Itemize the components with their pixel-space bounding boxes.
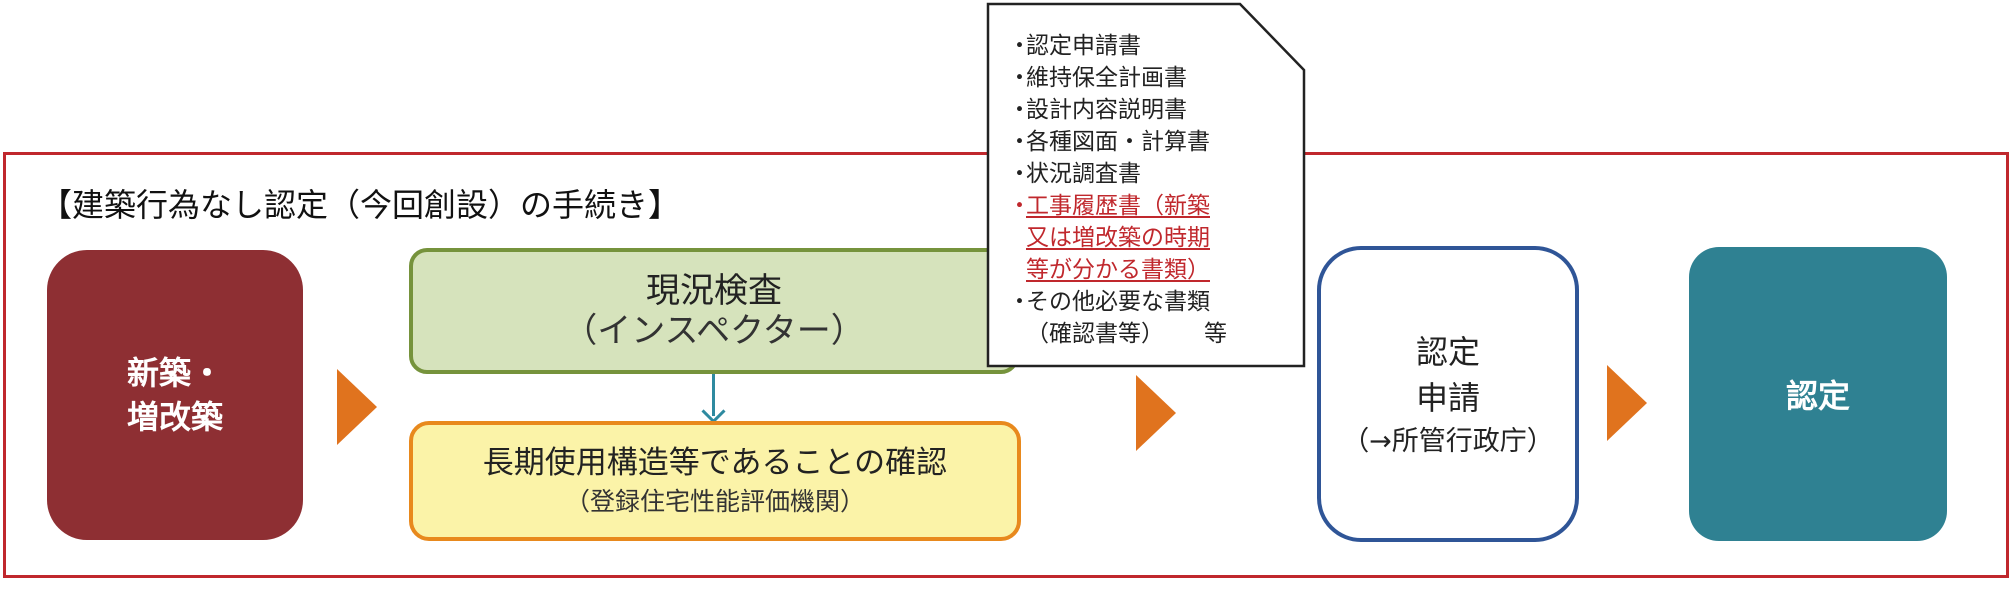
bullet-icon: ・ [1008, 289, 1031, 315]
step-new-build-line-1: 新築・ [126, 354, 223, 392]
document-list-item-text: その他必要な書類 [1026, 289, 1210, 315]
bullet-icon: ・ [1008, 161, 1031, 187]
step-application-sub: （→所管行政庁） [1342, 426, 1554, 457]
diagram-title: 【建築行為なし認定（今回創設）の手続き】 [40, 186, 681, 224]
document-list-item-text: 設計内容説明書 [1026, 97, 1187, 123]
document-list-item-text: 又は増改築の時期 [1026, 225, 1210, 251]
flow-arrow-icon [337, 369, 377, 445]
bullet-icon: ・ [1008, 33, 1031, 59]
flow-arrow-icon [1136, 375, 1176, 451]
step-new-build: 新築・ 増改築 [47, 250, 303, 540]
document-list-item-text: 維持保全計画書 [1026, 65, 1187, 91]
step-inspection-main: 現況検査 [646, 271, 782, 311]
down-connector-line [712, 374, 715, 416]
bullet-icon: ・ [1008, 129, 1031, 155]
document-list-item: ・維持保全計画書 [1008, 62, 1298, 94]
document-list-item-text: （確認書等）等 [1026, 318, 1298, 350]
bullet-icon: ・ [1008, 193, 1031, 219]
required-documents-callout: ・認定申請書・維持保全計画書・設計内容説明書・各種図面・計算書・状況調査書・工事… [986, 2, 1306, 368]
document-icon [986, 2, 1306, 368]
step-inspection: 現況検査 （インスペクター） [409, 248, 1019, 374]
document-list-item: ・認定申請書 [1008, 30, 1298, 62]
bullet-icon: ・ [1008, 97, 1031, 123]
bullet-icon: ・ [1008, 65, 1031, 91]
document-list-item-text: 認定申請書 [1026, 33, 1141, 59]
document-list-item: ・工事履歴書（新築又は増改築の時期等が分かる書類） [1008, 190, 1298, 286]
step-application: 認定 申請 （→所管行政庁） [1317, 246, 1579, 542]
step-certified-label: 認定 [1785, 377, 1850, 415]
step-confirmation-sub: （登録住宅性能評価機関） [564, 487, 865, 516]
step-confirmation-main: 長期使用構造等であることの確認 [482, 445, 948, 481]
document-list-item: ・その他必要な書類 （確認書等）等 [1008, 286, 1298, 350]
document-list-item-text: 状況調査書 [1026, 161, 1141, 187]
document-list-item: ・各種図面・計算書 [1008, 126, 1298, 158]
document-list: ・認定申請書・維持保全計画書・設計内容説明書・各種図面・計算書・状況調査書・工事… [1008, 30, 1298, 350]
step-application-line-1: 認定 [1415, 333, 1480, 371]
document-list-item-text: 等が分かる書類） [1026, 257, 1210, 283]
document-list-item: ・状況調査書 [1008, 158, 1298, 190]
document-list-item-text: 各種図面・計算書 [1026, 129, 1210, 155]
step-inspection-sub: （インスペクター） [563, 311, 865, 351]
document-list-item-text: 工事履歴書（新築 [1026, 193, 1210, 219]
step-application-line-2: 申請 [1415, 379, 1480, 417]
document-list-suffix: 等 [1204, 321, 1227, 347]
document-list-item: ・設計内容説明書 [1008, 94, 1298, 126]
step-certified: 認定 [1689, 247, 1947, 541]
step-confirmation: 長期使用構造等であることの確認 （登録住宅性能評価機関） [409, 421, 1021, 541]
step-new-build-line-2: 増改築 [126, 398, 223, 436]
flow-arrow-icon [1607, 365, 1647, 441]
